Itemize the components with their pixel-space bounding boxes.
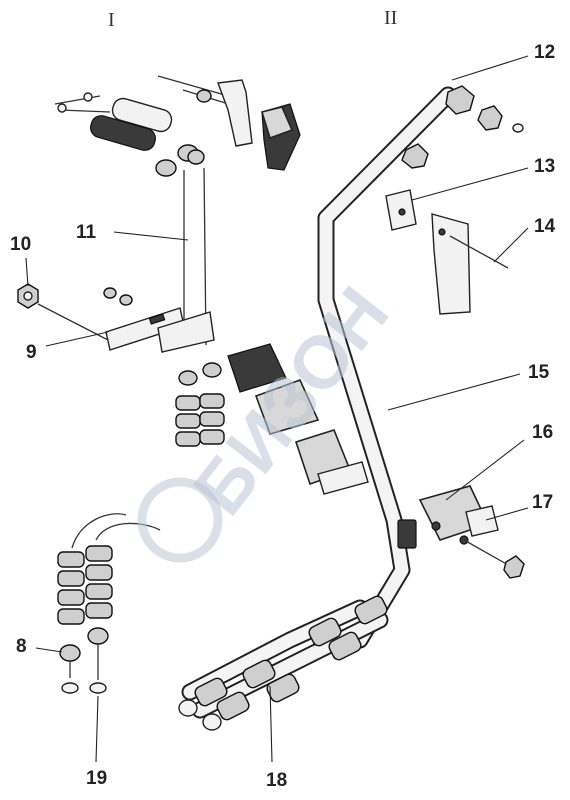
top-cylinder-assembly: [54, 92, 205, 177]
callout-10: 10: [10, 234, 31, 255]
bottom-hose-assembly: [178, 595, 389, 731]
group-label-II: II: [384, 7, 397, 29]
left-hose-stack-upper: [175, 362, 225, 447]
callout-14: 14: [534, 216, 556, 237]
callout-labels: 10 11 9 12 13 14 15 16 17 8 19 18: [10, 42, 556, 791]
hydraulic-tube: [317, 86, 457, 649]
callout-15: 15: [528, 362, 550, 383]
callout-17: 17: [532, 492, 553, 513]
callout-19: 19: [86, 768, 107, 789]
callout-11: 11: [76, 222, 97, 243]
callout-8: 8: [16, 636, 27, 657]
mounting-plate: [385, 189, 509, 315]
top-linkage-plates: [157, 75, 301, 171]
mid-bracket-assembly: [17, 283, 369, 495]
callout-16: 16: [532, 422, 553, 443]
left-hose-stack-lower: [57, 513, 161, 694]
leader-lines: [25, 55, 529, 763]
callout-9: 9: [26, 342, 37, 363]
top-fittings: [401, 85, 524, 169]
group-label-I: I: [108, 9, 115, 31]
callout-12: 12: [534, 42, 555, 63]
callout-18: 18: [266, 770, 287, 791]
callout-13: 13: [534, 156, 555, 177]
lower-clamp: [418, 485, 525, 579]
